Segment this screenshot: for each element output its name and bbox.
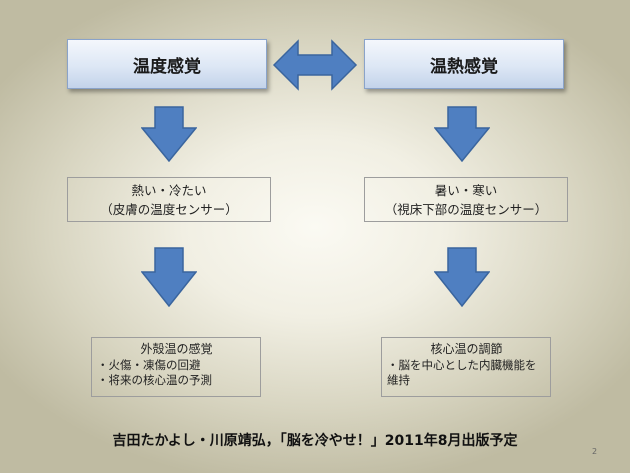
skin-sensor-line1: 熱い・冷たい <box>131 182 207 198</box>
core-temperature-item: ・脳を中心とした内臓機能を維持 <box>387 358 537 387</box>
shell-temperature-item: ・火傷・凍傷の回避 <box>97 358 201 372</box>
page-number: 2 <box>592 447 598 456</box>
down-arrow-icon-right-2 <box>434 247 490 307</box>
double-arrow-icon <box>272 39 358 91</box>
core-temperature-title: 核心温の調節 <box>430 342 503 356</box>
hypothalamus-sensor-box: 暑い・寒い （視床下部の温度センサー） <box>364 177 568 222</box>
shell-temperature-item: ・将来の核心温の予測 <box>97 373 212 387</box>
down-arrow-icon-left-1 <box>141 106 197 162</box>
header-box-temperature-sense: 温度感覚 <box>67 39 267 89</box>
header-title-left: 温度感覚 <box>133 56 201 77</box>
header-title-right: 温熱感覚 <box>430 56 498 77</box>
footer-citation: 吉田たかよし・川原靖弘，「脳を冷やせ！」2011年8月出版予定 <box>112 433 518 449</box>
header-box-thermal-sense: 温熱感覚 <box>364 39 564 89</box>
skin-sensor-box: 熱い・冷たい （皮膚の温度センサー） <box>67 177 271 222</box>
core-temperature-box: 核心温の調節 ・脳を中心とした内臓機能を維持 <box>381 337 551 397</box>
down-arrow-icon-left-2 <box>141 247 197 307</box>
hypothalamus-sensor-line2: （視床下部の温度センサー） <box>384 201 548 217</box>
hypothalamus-sensor-line1: 暑い・寒い <box>434 182 498 198</box>
down-arrow-icon-right-1 <box>434 106 490 162</box>
shell-temperature-title: 外殻温の感覚 <box>140 342 213 356</box>
shell-temperature-box: 外殻温の感覚 ・火傷・凍傷の回避 ・将来の核心温の予測 <box>91 337 261 397</box>
skin-sensor-line2: （皮膚の温度センサー） <box>100 201 238 217</box>
